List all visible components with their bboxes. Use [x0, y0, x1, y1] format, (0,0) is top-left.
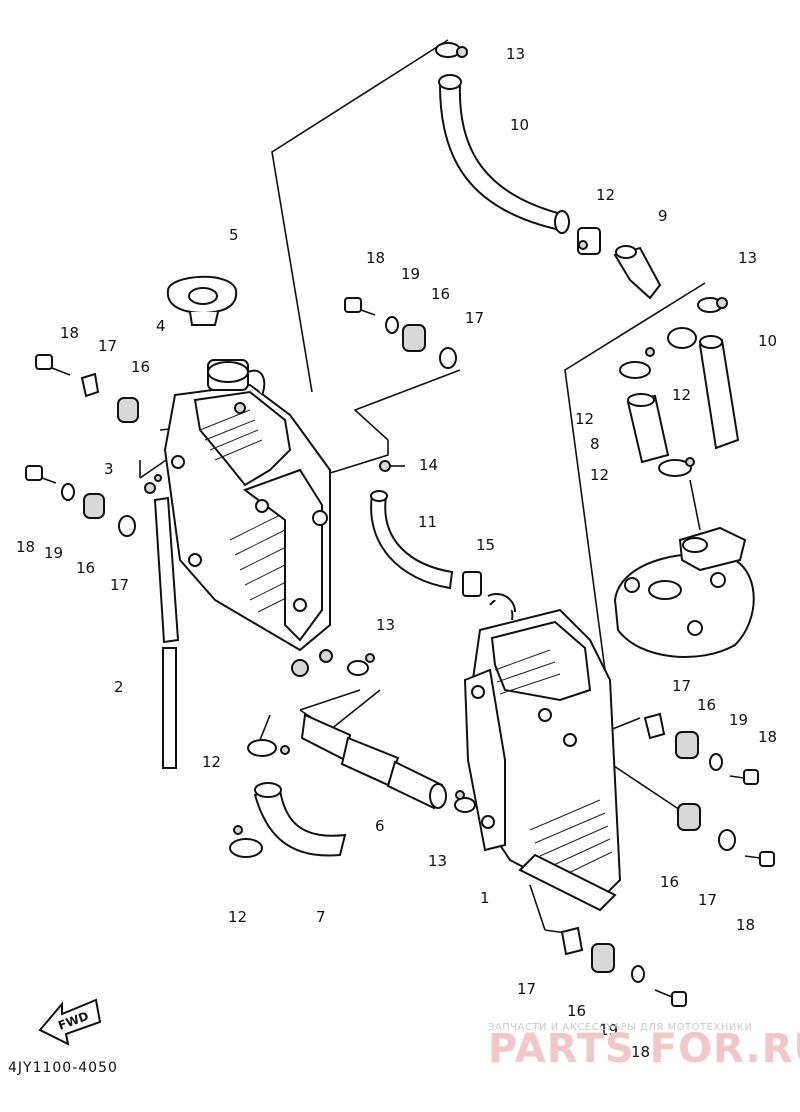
- label-16d: 16: [697, 696, 716, 714]
- label-9: 9: [658, 207, 668, 225]
- watermark-line1: ЗАПЧАСТИ И АКСЕССУАРЫ ДЛЯ МОТОТЕХНИКИ: [488, 1022, 752, 1033]
- breather-hose-2: [144, 474, 180, 769]
- label-4: 4: [156, 317, 166, 335]
- label-13a: 13: [506, 45, 525, 63]
- elbow-9: [613, 245, 662, 300]
- right-radiator: [463, 597, 622, 912]
- label-16b: 16: [431, 285, 450, 303]
- part-labels: 1 2 3 4 5 6 7 8 9 10 10 11 12 12 12 12 1…: [16, 45, 777, 1061]
- label-10b: 10: [758, 332, 777, 350]
- label-19d: 19: [599, 1021, 618, 1039]
- part-code: 4JY1100-4050: [8, 1060, 118, 1076]
- left-radiator: [163, 359, 331, 677]
- label-13d: 13: [428, 852, 447, 870]
- label-17e: 17: [698, 891, 717, 909]
- label-5: 5: [229, 226, 239, 244]
- label-16c: 16: [76, 559, 95, 577]
- label-13b: 13: [738, 249, 757, 267]
- label-16f: 16: [567, 1002, 586, 1020]
- radiator-cap: [166, 275, 238, 326]
- label-12f: 12: [228, 908, 247, 926]
- label-12a: 12: [596, 186, 615, 204]
- label-14: 14: [419, 456, 438, 474]
- label-3: 3: [104, 460, 114, 478]
- label-12e: 12: [202, 753, 221, 771]
- label-8: 8: [590, 435, 600, 453]
- label-17a: 17: [98, 337, 117, 355]
- label-19b: 19: [44, 544, 63, 562]
- hose-11: [370, 460, 516, 613]
- label-12c: 12: [672, 386, 691, 404]
- watermark-line2: PARTS FOR.RU: [488, 1026, 800, 1072]
- label-6: 6: [375, 817, 385, 835]
- pipe-6: [300, 713, 447, 810]
- label-17f: 17: [517, 980, 536, 998]
- pipe-8: [619, 327, 697, 477]
- label-18a: 18: [60, 324, 79, 342]
- label-18e: 18: [736, 916, 755, 934]
- hose-7: [229, 782, 347, 858]
- label-18d: 18: [758, 728, 777, 746]
- label-2: 2: [114, 678, 124, 696]
- label-15: 15: [476, 536, 495, 554]
- label-18c: 18: [16, 538, 35, 556]
- label-16a: 16: [131, 358, 150, 376]
- label-18b: 18: [366, 249, 385, 267]
- cylinder-head: [613, 526, 755, 658]
- clamps-lower: [247, 649, 476, 813]
- label-10a: 10: [510, 116, 529, 134]
- label-11: 11: [418, 513, 437, 531]
- watermark: ЗАПЧАСТИ И АКСЕССУАРЫ ДЛЯ МОТОТЕХНИКИ PA…: [488, 1022, 800, 1072]
- label-18f: 18: [631, 1043, 650, 1061]
- label-1: 1: [480, 889, 490, 907]
- label-19c: 19: [729, 711, 748, 729]
- label-12b: 12: [575, 410, 594, 428]
- label-7: 7: [316, 908, 326, 926]
- hose-10-upper: [435, 42, 570, 234]
- fwd-arrow: FWD: [38, 998, 102, 1046]
- label-17d: 17: [672, 677, 691, 695]
- label-16e: 16: [660, 873, 679, 891]
- hose-10-right: [697, 297, 740, 450]
- mounting-hardware: [25, 297, 775, 1007]
- label-17c: 17: [110, 576, 129, 594]
- clamp-12-top: [577, 227, 601, 255]
- label-19a: 19: [401, 265, 420, 283]
- label-17b: 17: [465, 309, 484, 327]
- label-12d: 12: [590, 466, 609, 484]
- label-13c: 13: [376, 616, 395, 634]
